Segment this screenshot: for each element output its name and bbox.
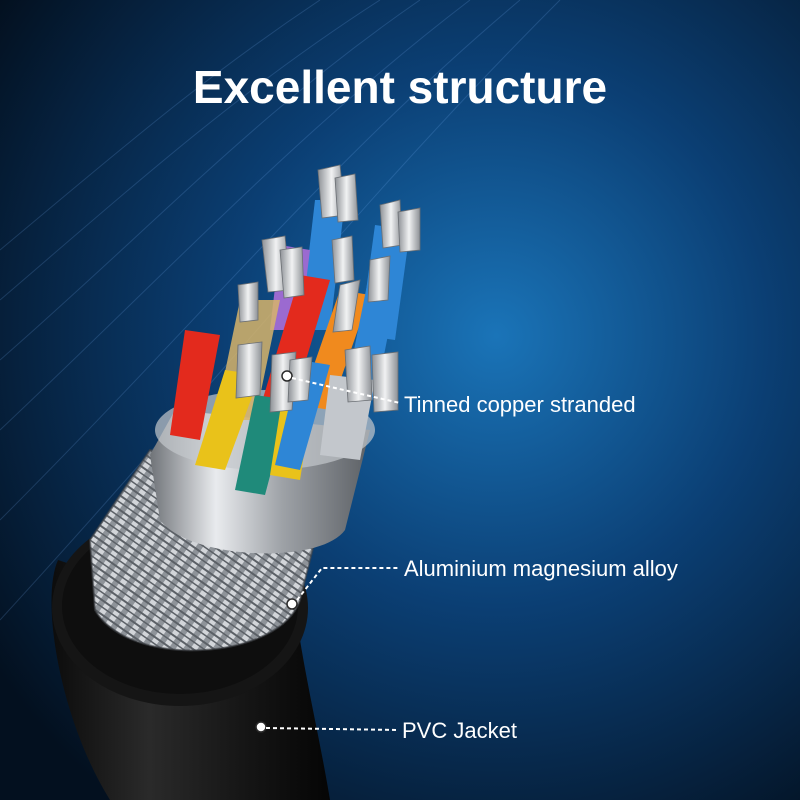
callout-label-pvc-jacket: PVC Jacket	[402, 718, 517, 743]
callout-dot-jacket	[255, 721, 267, 733]
tinned-strands	[235, 164, 421, 413]
callout-dot-alloy	[286, 598, 298, 610]
callout-alloy	[286, 567, 400, 610]
callout-dot-tinned	[281, 370, 293, 382]
callout-label-alloy: Aluminium magnesium alloy	[404, 556, 678, 581]
page-title: Excellent structure	[192, 61, 608, 113]
callout-tinned	[281, 370, 401, 404]
callout-label-tinned-copper: Tinned copper stranded	[404, 392, 636, 417]
callout-jacket	[255, 721, 399, 733]
